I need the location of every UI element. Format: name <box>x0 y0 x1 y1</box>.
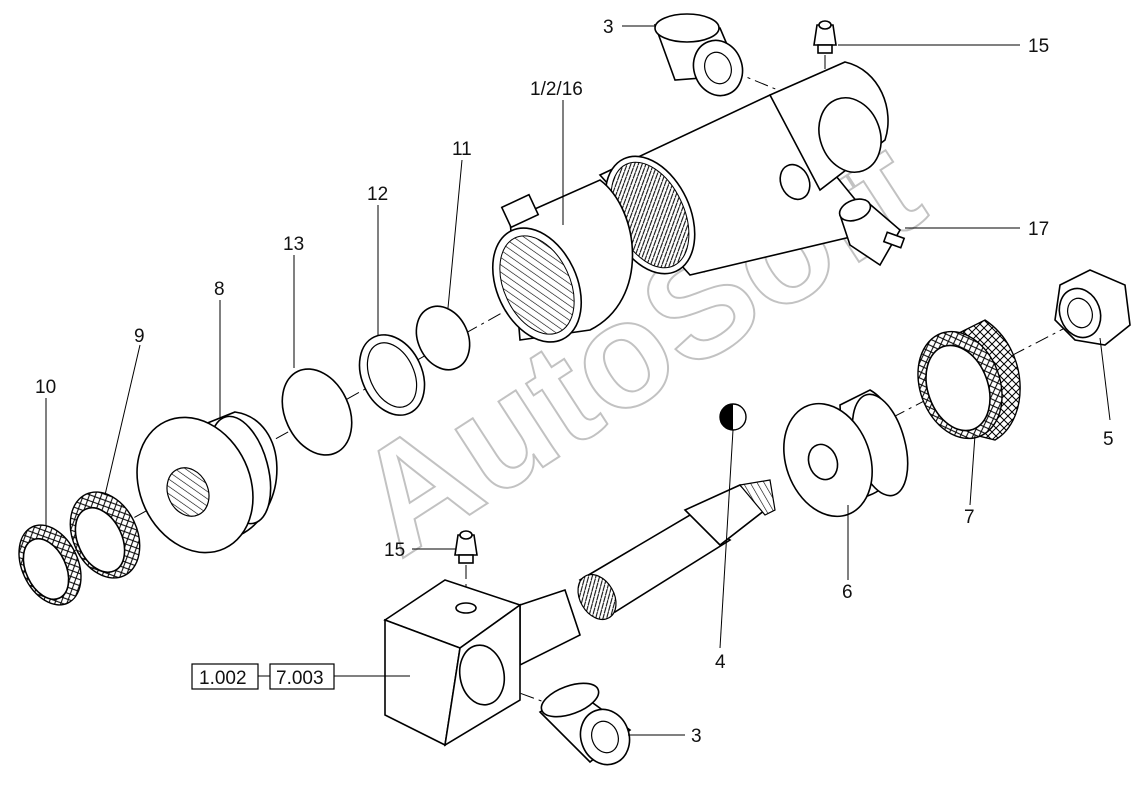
material-symbol-icon <box>719 403 747 431</box>
bushing-bottom <box>538 682 632 766</box>
callout-5: 5 <box>1103 429 1114 450</box>
callout-8: 8 <box>214 279 225 300</box>
leader-11 <box>447 159 463 309</box>
callout-1-2-16: 1/2/16 <box>530 79 583 100</box>
seal-13 <box>281 368 353 456</box>
nut-5 <box>1054 269 1131 346</box>
callout-15-bottom: 15 <box>384 540 405 561</box>
piston-axis <box>819 314 1091 456</box>
ring-10 <box>18 524 82 606</box>
bushing-top <box>653 13 744 97</box>
callout-13: 13 <box>283 234 304 255</box>
reference-box-2-label: 7.003 <box>276 668 324 689</box>
ring-7 <box>917 319 1021 441</box>
ring-9 <box>69 491 141 579</box>
leader-4 <box>719 429 734 649</box>
callout-3-bottom: 3 <box>691 726 702 747</box>
leader-7 <box>969 434 976 506</box>
callout-3-top: 3 <box>603 17 614 38</box>
callout-4: 4 <box>715 652 726 673</box>
rod-eye-block <box>383 579 581 747</box>
callout-9: 9 <box>134 326 145 347</box>
ring-12 <box>358 334 426 416</box>
callout-15-top: 15 <box>1028 36 1049 57</box>
reference-box-1-label: 1.002 <box>199 668 247 689</box>
callout-10: 10 <box>35 377 56 398</box>
leader-9 <box>104 344 141 496</box>
callout-17: 17 <box>1028 219 1049 240</box>
reference-box-1[interactable]: 1.002 <box>191 663 259 690</box>
reference-box-2[interactable]: 7.003 <box>269 663 335 690</box>
cylinder-barrel <box>491 61 889 343</box>
callout-7: 7 <box>964 507 975 528</box>
grease-nipple-top <box>813 20 837 54</box>
seal-11 <box>415 305 471 371</box>
callout-12: 12 <box>367 184 388 205</box>
piston-rod <box>577 479 776 621</box>
callout-11: 11 <box>452 139 472 160</box>
callout-6: 6 <box>842 582 853 603</box>
piston-6 <box>783 389 909 518</box>
gland-8 <box>136 411 278 554</box>
leader-5 <box>1099 337 1111 421</box>
grease-nipple-bottom <box>454 530 478 564</box>
port-plug <box>838 198 906 267</box>
